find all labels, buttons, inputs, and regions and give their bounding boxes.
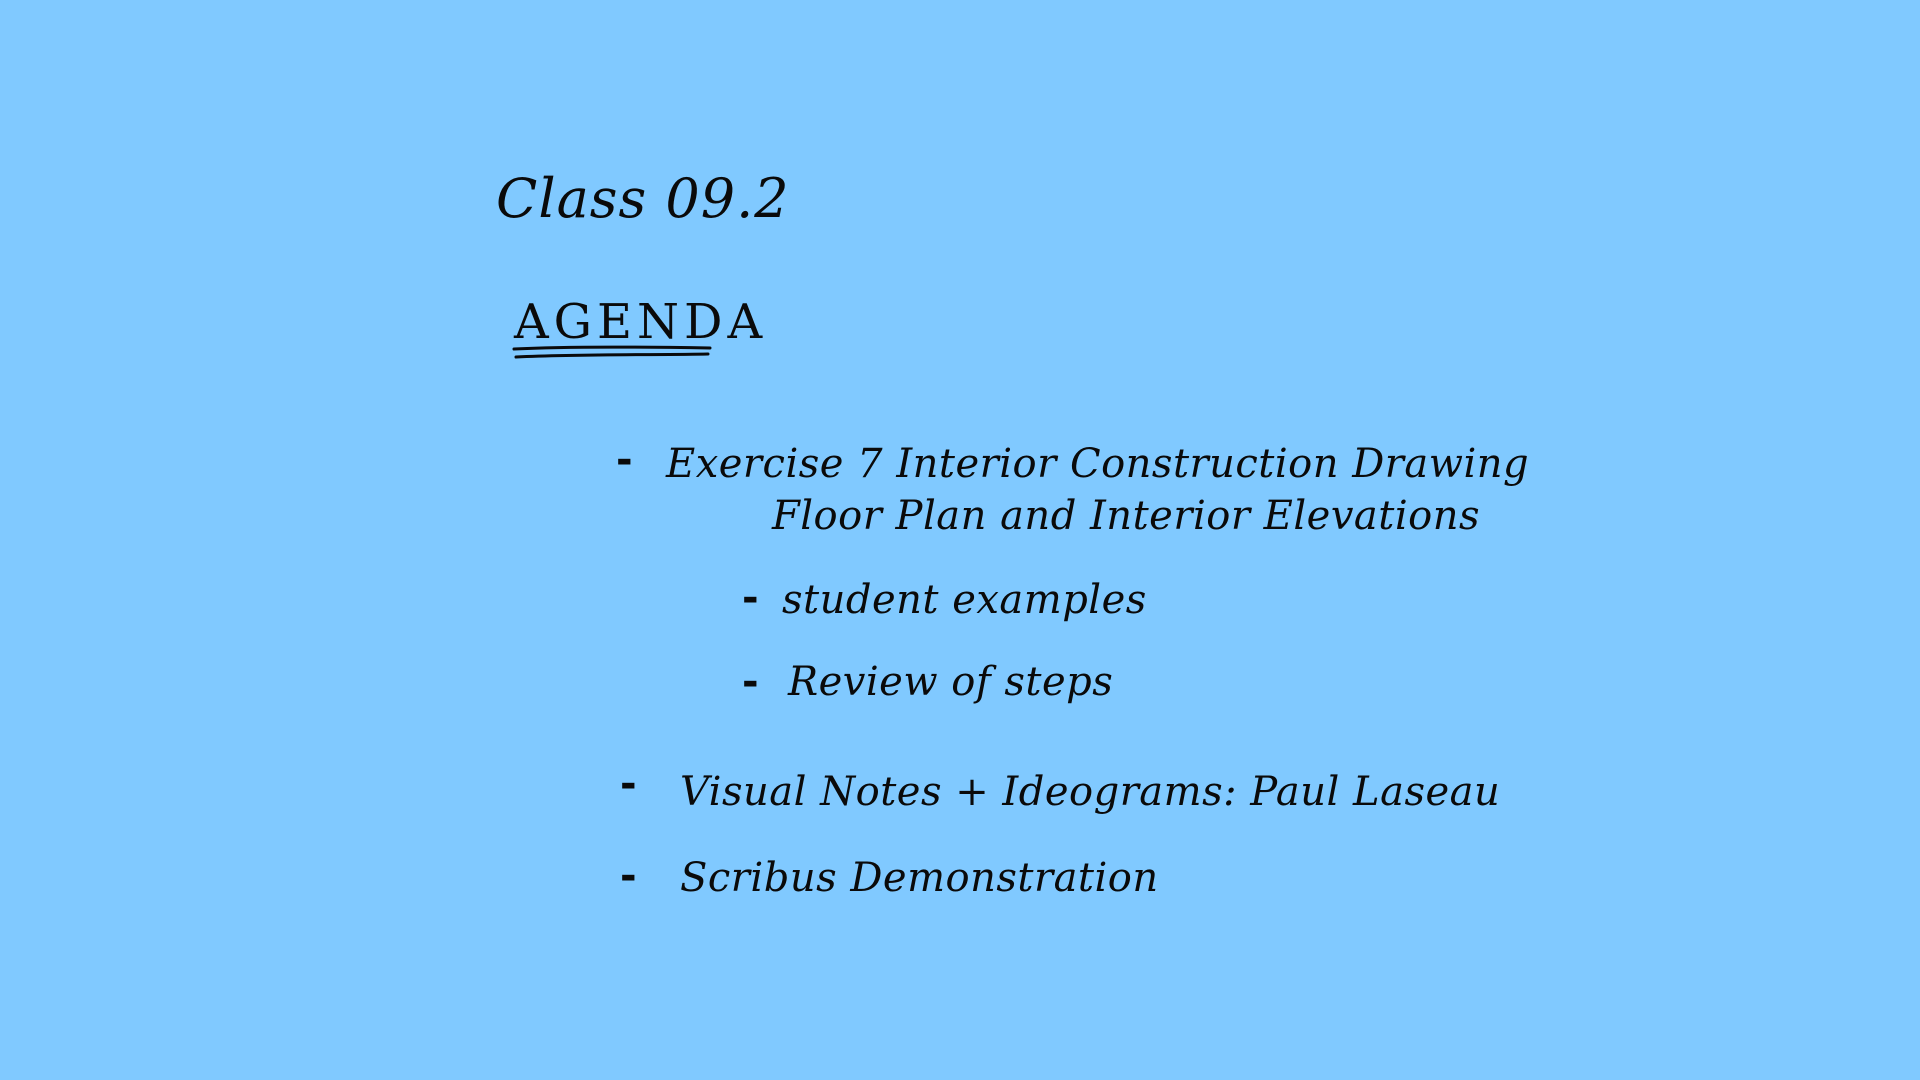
slide-title: Class 09.2 — [496, 167, 790, 230]
agenda-item-exercise-7-subtitle: Floor Plan and Interior Elevations — [772, 493, 1480, 539]
agenda-item-visual-notes: Visual Notes + Ideograms: Paul Laseau — [680, 769, 1501, 815]
sub-bullet-dash: - — [742, 659, 759, 705]
agenda-item-exercise-7: Exercise 7 Interior Construction Drawing — [666, 441, 1530, 487]
agenda-item-scribus-demo: Scribus Demonstration — [680, 855, 1159, 901]
bullet-dash: - — [616, 437, 633, 483]
bullet-dash: - — [620, 853, 637, 899]
sub-bullet-dash: - — [742, 575, 759, 621]
bullet-dash: - — [620, 761, 637, 807]
agenda-double-underline — [512, 345, 712, 359]
agenda-heading: AGENDA — [514, 294, 768, 350]
subitem-student-examples: student examples — [782, 577, 1147, 623]
subitem-review-of-steps: Review of steps — [788, 659, 1114, 705]
